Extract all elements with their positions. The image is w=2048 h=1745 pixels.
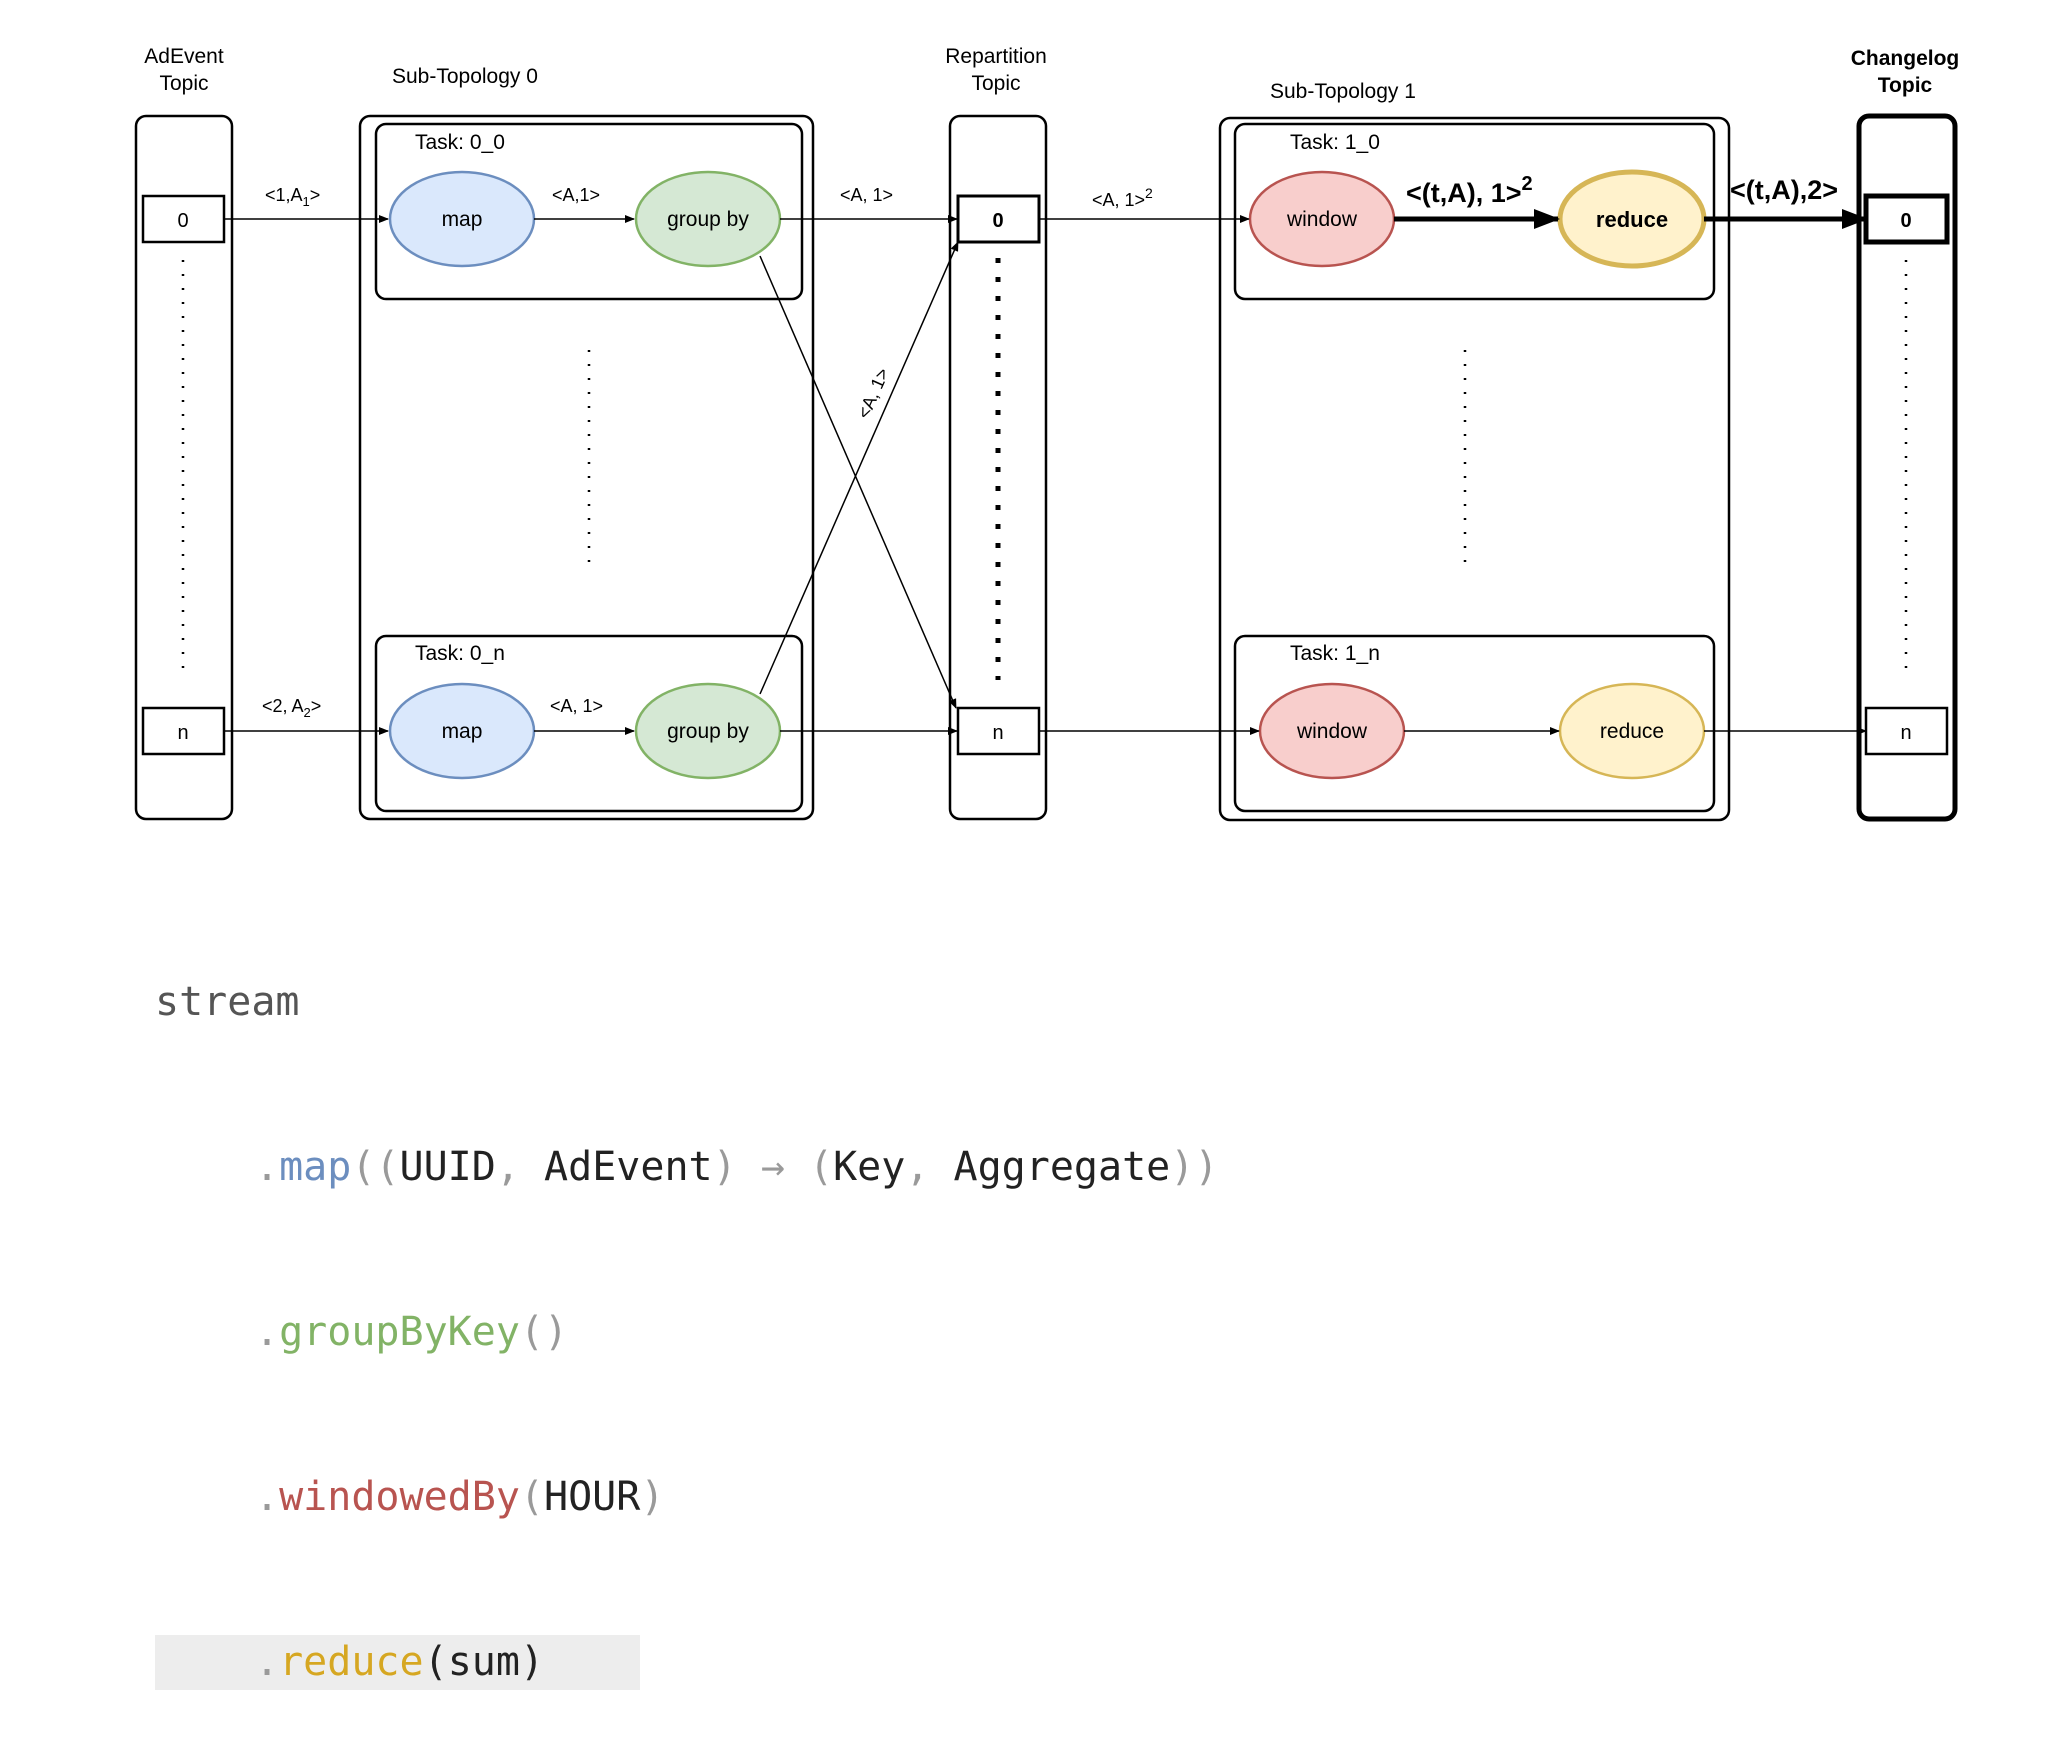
sub-topology-0-box bbox=[358, 114, 815, 821]
label-inn: <2, A2> bbox=[262, 696, 321, 720]
code-arrow: → bbox=[760, 1144, 785, 1190]
topology-diagram: AdEvent Topic 0 n Sub-Topology 0 Task: 0… bbox=[134, 45, 1960, 822]
changelog-topic-box bbox=[1856, 113, 1958, 822]
label-map-group-n: <A, 1> bbox=[550, 696, 603, 716]
changelog-partition-0-label: 0 bbox=[1900, 210, 1911, 232]
code-group-fn: groupByKey bbox=[279, 1309, 520, 1355]
task-1-0-box bbox=[1233, 122, 1716, 301]
label-map-group-0: <A,1> bbox=[552, 185, 600, 205]
repartition-topic-title-1: Repartition bbox=[945, 45, 1047, 68]
code-paren: )) bbox=[1170, 1144, 1219, 1190]
code-map-fn: map bbox=[279, 1144, 352, 1190]
window-node-n-label: window bbox=[1296, 720, 1368, 743]
repartition-partition-0-label: 0 bbox=[992, 210, 1003, 232]
code-stream: stream bbox=[155, 979, 300, 1025]
label-in0: <1,A1> bbox=[265, 185, 320, 209]
label-reduce-changelog: <(t,A),2> bbox=[1730, 175, 1838, 205]
code-adevent: AdEvent bbox=[544, 1144, 713, 1190]
task-0-n-box bbox=[374, 634, 804, 813]
edge-group0-repartn bbox=[759, 255, 957, 709]
code-paren: ( bbox=[423, 1639, 448, 1685]
repartition-topic: Repartition Topic 0 n bbox=[945, 45, 1048, 821]
code-dot: . bbox=[255, 1639, 280, 1685]
adevent-topic-title-2: Topic bbox=[159, 72, 208, 95]
changelog-topic: Changelog Topic 0 n bbox=[1851, 47, 1960, 822]
code-hour: HOUR bbox=[544, 1474, 641, 1520]
code-uuid: UUID bbox=[399, 1144, 496, 1190]
sub-topology-0-title: Sub-Topology 0 bbox=[392, 65, 538, 88]
label-cross: <A, 1> bbox=[853, 365, 893, 422]
changelog-partition-0 bbox=[1863, 193, 1950, 245]
edge-groupn-repart0 bbox=[759, 241, 959, 695]
code-line-stream: stream bbox=[155, 975, 1218, 1030]
code-paren: ) bbox=[712, 1144, 737, 1190]
map-node-0-label: map bbox=[442, 208, 483, 231]
map-node-n-label: map bbox=[442, 720, 483, 743]
repartition-topic-box bbox=[948, 114, 1048, 821]
changelog-topic-title-2: Topic bbox=[1878, 74, 1933, 97]
adevent-partition-n-label: n bbox=[177, 722, 188, 744]
code-paren: ( bbox=[808, 1144, 834, 1190]
task-0-0-label: Task: 0_0 bbox=[415, 131, 505, 154]
code-paren: (( bbox=[351, 1144, 400, 1190]
code-dot: . bbox=[255, 1474, 280, 1520]
adevent-partition-n bbox=[141, 706, 226, 756]
code-sum: sum bbox=[447, 1639, 520, 1685]
adevent-partition-0-label: 0 bbox=[177, 210, 188, 232]
adevent-topic-box bbox=[134, 114, 234, 821]
code-line-map: .map((UUID, AdEvent) → (Key, Aggregate)) bbox=[155, 1140, 1218, 1195]
adevent-topic: AdEvent Topic 0 n bbox=[134, 45, 234, 821]
code-paren: () bbox=[519, 1309, 569, 1355]
code-aggregate: Aggregate bbox=[953, 1144, 1171, 1190]
edges bbox=[224, 209, 1868, 735]
group-by-node-n-label: group by bbox=[667, 720, 749, 743]
task-0-0-box bbox=[374, 122, 804, 301]
code-line-reduce: .reduce(sum) bbox=[155, 1635, 640, 1690]
task-1-0-label: Task: 1_0 bbox=[1290, 131, 1380, 154]
sub-topology-1: Sub-Topology 1 Task: 1_0 window reduce T… bbox=[1218, 80, 1731, 822]
changelog-partition-n bbox=[1864, 706, 1949, 756]
changelog-partition-n-label: n bbox=[1900, 722, 1911, 744]
code-snippet: stream .map((UUID, AdEvent) → (Key, Aggr… bbox=[155, 865, 1218, 1745]
adevent-partition-0 bbox=[141, 194, 226, 244]
repartition-topic-title-2: Topic bbox=[971, 72, 1020, 95]
task-0-n-label: Task: 0_n bbox=[415, 642, 505, 665]
adevent-topic-title-1: AdEvent bbox=[144, 45, 224, 68]
sub-topology-1-title: Sub-Topology 1 bbox=[1270, 80, 1416, 103]
changelog-topic-title-1: Changelog bbox=[1851, 47, 1960, 70]
task-1-n-label: Task: 1_n bbox=[1290, 642, 1380, 665]
label-window-reduce: <(t,A), 1>2 bbox=[1406, 173, 1533, 208]
code-paren: ( bbox=[519, 1474, 545, 1520]
label-group-repart-0: <A, 1> bbox=[840, 185, 893, 205]
code-reduce-fn: reduce bbox=[279, 1639, 424, 1685]
label-repart-window: <A, 1>2 bbox=[1092, 185, 1153, 210]
repartition-partition-n-label: n bbox=[992, 722, 1003, 744]
code-dot: . bbox=[255, 1144, 280, 1190]
code-comma: , bbox=[495, 1144, 520, 1190]
reduce-node-n-label: reduce bbox=[1600, 720, 1664, 743]
code-line-group: .groupByKey() bbox=[155, 1305, 1218, 1360]
code-paren: ) bbox=[519, 1639, 545, 1685]
window-node-0-label: window bbox=[1286, 208, 1358, 231]
code-line-window: .windowedBy(HOUR) bbox=[155, 1470, 1218, 1525]
code-paren: ) bbox=[640, 1474, 665, 1520]
code-comma: , bbox=[905, 1144, 930, 1190]
code-key: Key bbox=[833, 1144, 906, 1190]
reduce-node-0-label: reduce bbox=[1596, 207, 1668, 232]
sub-topology-1-box bbox=[1218, 116, 1731, 822]
task-1-n-box bbox=[1233, 634, 1716, 813]
code-dot: . bbox=[255, 1309, 280, 1355]
group-by-node-0-label: group by bbox=[667, 208, 749, 231]
code-window-fn: windowedBy bbox=[279, 1474, 520, 1520]
